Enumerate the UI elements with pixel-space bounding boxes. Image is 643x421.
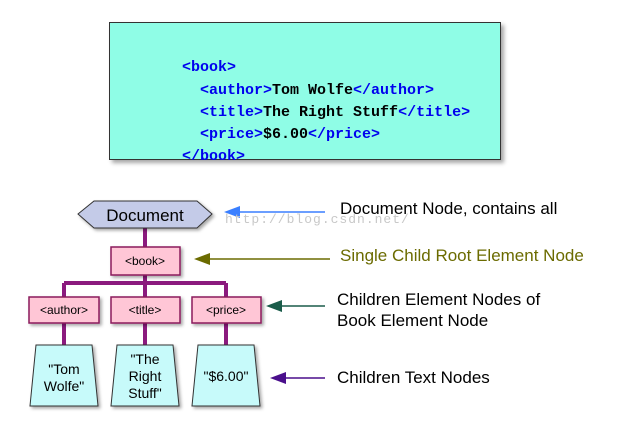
code-line-author: <author>Tom Wolfe</author> bbox=[164, 64, 434, 118]
child-element-label: <title> bbox=[129, 303, 162, 317]
child-element-label: <author> bbox=[40, 303, 88, 317]
arrow-text bbox=[270, 372, 325, 384]
text-node-title bbox=[110, 344, 180, 407]
document-node-label: Document bbox=[106, 206, 184, 225]
tree-connectors bbox=[62, 228, 228, 345]
code-line-price: <price>$6.00</price> bbox=[164, 108, 380, 162]
code-line-book-open: <book> bbox=[146, 41, 236, 95]
arrow-document bbox=[224, 206, 325, 218]
code-tag: <title> bbox=[200, 104, 264, 121]
text-node-title-line: "The bbox=[130, 351, 159, 367]
root-element-label: <book> bbox=[125, 254, 165, 268]
arrow-children bbox=[266, 300, 325, 312]
child-element-node-price bbox=[191, 296, 262, 324]
text-node-author-line: "Tom bbox=[48, 361, 79, 377]
code-tag: </title> bbox=[398, 104, 471, 121]
code-line-title: <title>The Right Stuff</title> bbox=[164, 86, 470, 140]
child-element-node-author bbox=[28, 296, 100, 324]
label-document-node: Document Node, contains all bbox=[340, 199, 558, 218]
text-node-author bbox=[29, 344, 99, 407]
label-children-text-nodes: Children Text Nodes bbox=[337, 368, 490, 387]
code-tag: </book> bbox=[182, 148, 246, 165]
arrow-root bbox=[194, 253, 330, 265]
code-text: Tom Wolfe bbox=[272, 82, 354, 99]
text-node-price bbox=[191, 344, 261, 407]
xml-code-box: <book> <author>Tom Wolfe</author> <title… bbox=[109, 22, 501, 165]
root-element-node bbox=[110, 246, 181, 276]
code-text: $6.00 bbox=[263, 126, 309, 143]
label-children-element-nodes-line2: Book Element Node bbox=[337, 311, 489, 330]
document-node bbox=[77, 200, 213, 229]
code-tag: <price> bbox=[200, 126, 264, 143]
code-tag: </author> bbox=[353, 82, 435, 99]
code-text: The Right Stuff bbox=[263, 104, 399, 121]
watermark-text: http://blog.csdn.net/ bbox=[225, 212, 410, 227]
text-node-title-line: Right bbox=[129, 368, 162, 384]
code-line-book-close: </book> bbox=[146, 130, 245, 184]
text-node-price-line: "$6.00" bbox=[204, 368, 249, 384]
child-element-node-title bbox=[110, 296, 181, 324]
code-tag: <book> bbox=[182, 59, 237, 76]
code-tag: <author> bbox=[200, 82, 273, 99]
child-element-label: <price> bbox=[206, 303, 246, 317]
code-tag: </price> bbox=[308, 126, 381, 143]
label-children-element-nodes-line1: Children Element Nodes of bbox=[337, 290, 541, 309]
text-node-title-line: Stuff" bbox=[128, 385, 162, 401]
label-root-element-node: Single Child Root Element Node bbox=[340, 246, 584, 265]
text-node-author-line: Wolfe" bbox=[44, 378, 85, 394]
